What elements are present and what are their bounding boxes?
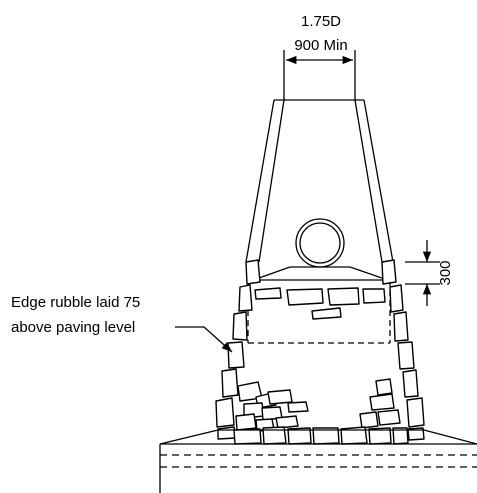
pipe-outer-circle — [295, 218, 345, 268]
side-height-dimension: 300 — [405, 240, 454, 306]
edge-stone — [406, 397, 425, 428]
base-slab — [159, 429, 477, 493]
rubble-stone — [340, 426, 368, 445]
apron-edge-left — [258, 266, 291, 279]
rubble-stone — [312, 427, 340, 445]
rubble-stone — [362, 288, 386, 304]
edge-stone — [227, 341, 245, 369]
edge-stone — [238, 284, 253, 312]
rubble-stone — [275, 415, 299, 429]
rubble-stone — [377, 409, 401, 426]
edge-stone — [245, 259, 261, 285]
rubble-stone — [392, 427, 409, 445]
rubble-stone — [287, 427, 312, 445]
rubble-stone — [286, 288, 324, 306]
top-width-dimension: 1.75D 900 Min — [283, 13, 356, 100]
edge-stone — [393, 311, 409, 342]
edge-stone — [232, 311, 248, 341]
rubble-stone — [369, 393, 395, 411]
edge-stone — [381, 259, 397, 285]
callout-text-line2: above paving level — [11, 319, 135, 336]
left-wing-outer — [245, 99, 275, 263]
callout-text-line1: Edge rubble laid 75 — [11, 294, 140, 311]
edge-stone — [215, 397, 235, 428]
edge-stone — [389, 284, 404, 313]
right-wing-outer — [363, 99, 394, 263]
callout-leader-arrow — [203, 326, 233, 353]
rubble-stone — [262, 426, 287, 445]
dimension-min-label: 900 Min — [294, 37, 347, 54]
rubble-stone — [327, 287, 360, 306]
rubble-stone — [359, 411, 379, 429]
dimension-300-label: 300 — [437, 260, 454, 285]
slab-chamfer-left — [159, 429, 219, 445]
apron-edge-right — [349, 266, 383, 279]
edge-stone — [407, 427, 425, 441]
rubble-stone — [368, 427, 392, 445]
pipe-inner-circle — [299, 222, 341, 264]
rubble-stone — [287, 401, 309, 413]
rubble-stone — [311, 307, 342, 320]
rubble-stone — [254, 287, 282, 300]
right-wing-inner — [354, 99, 383, 263]
edge-stone — [221, 368, 239, 398]
edge-stone — [397, 341, 415, 370]
rubble-apron — [215, 259, 425, 445]
edge-stone — [402, 369, 419, 398]
headwall-body — [245, 99, 394, 281]
slab-chamfer-right — [423, 429, 477, 445]
rubble-stone — [233, 428, 262, 445]
edge-rubble-callout: Edge rubble laid 75 above paving level — [11, 294, 233, 353]
rubble-stone — [235, 413, 257, 431]
dimension-ratio-label: 1.75D — [301, 13, 341, 30]
left-wing-inner — [258, 99, 285, 263]
edge-stone — [217, 426, 237, 440]
rubble-stone — [267, 389, 293, 405]
rubble-stone — [375, 378, 393, 396]
